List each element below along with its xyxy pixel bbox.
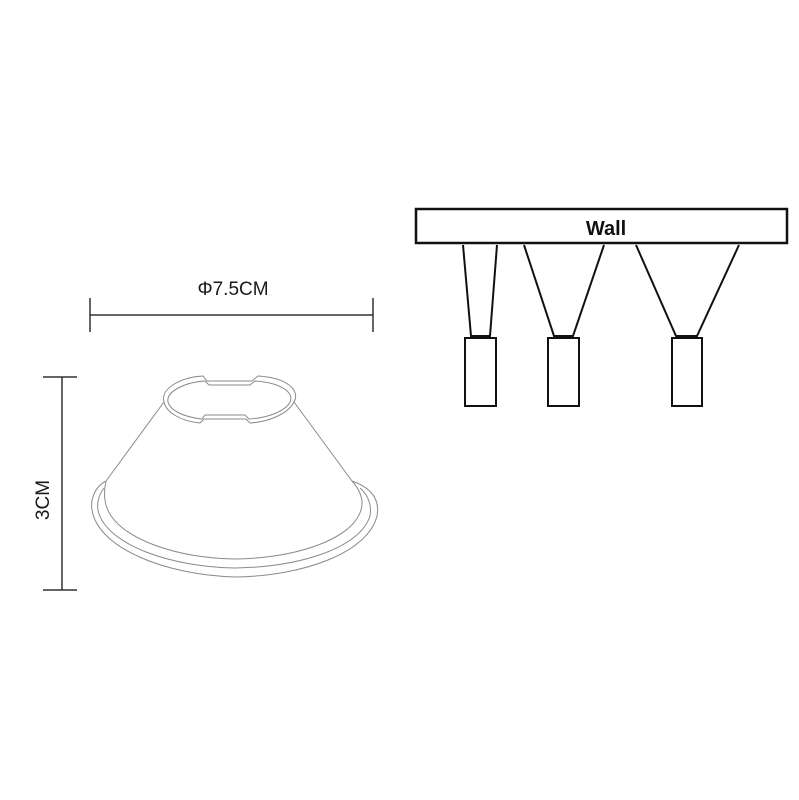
wall-mounting-diagram: Wall	[414, 207, 789, 407]
fixture-2-stem	[523, 244, 605, 337]
diameter-dimension: Φ7.5CM	[89, 279, 374, 332]
height-dimension: 3CM	[33, 376, 77, 591]
fixture-1-stem	[462, 244, 498, 337]
shade-base-middle	[97, 487, 371, 569]
fixture-2-lamp-body	[547, 337, 580, 407]
shade-base-inner	[104, 480, 363, 560]
height-label: 3CM	[33, 480, 54, 520]
fixture-medium-cone	[523, 244, 605, 407]
fixture-wide-cone	[635, 244, 740, 407]
lamp-shade-drawing	[91, 375, 379, 578]
shade-top-rim-outer	[163, 375, 296, 424]
diameter-label: Φ7.5CM	[197, 279, 268, 300]
wall-label: Wall	[586, 218, 626, 240]
shade-base-outer	[91, 480, 379, 578]
shade-right-side	[293, 401, 353, 482]
shade-top-rim-inner	[167, 380, 292, 420]
fixture-3-stem	[635, 244, 740, 337]
fixture-narrow-tapered	[462, 244, 498, 407]
wall-bar	[414, 207, 789, 245]
fixture-1-lamp-body	[464, 337, 497, 407]
fixture-3-lamp-body	[671, 337, 703, 407]
shade-left-side	[105, 401, 165, 482]
